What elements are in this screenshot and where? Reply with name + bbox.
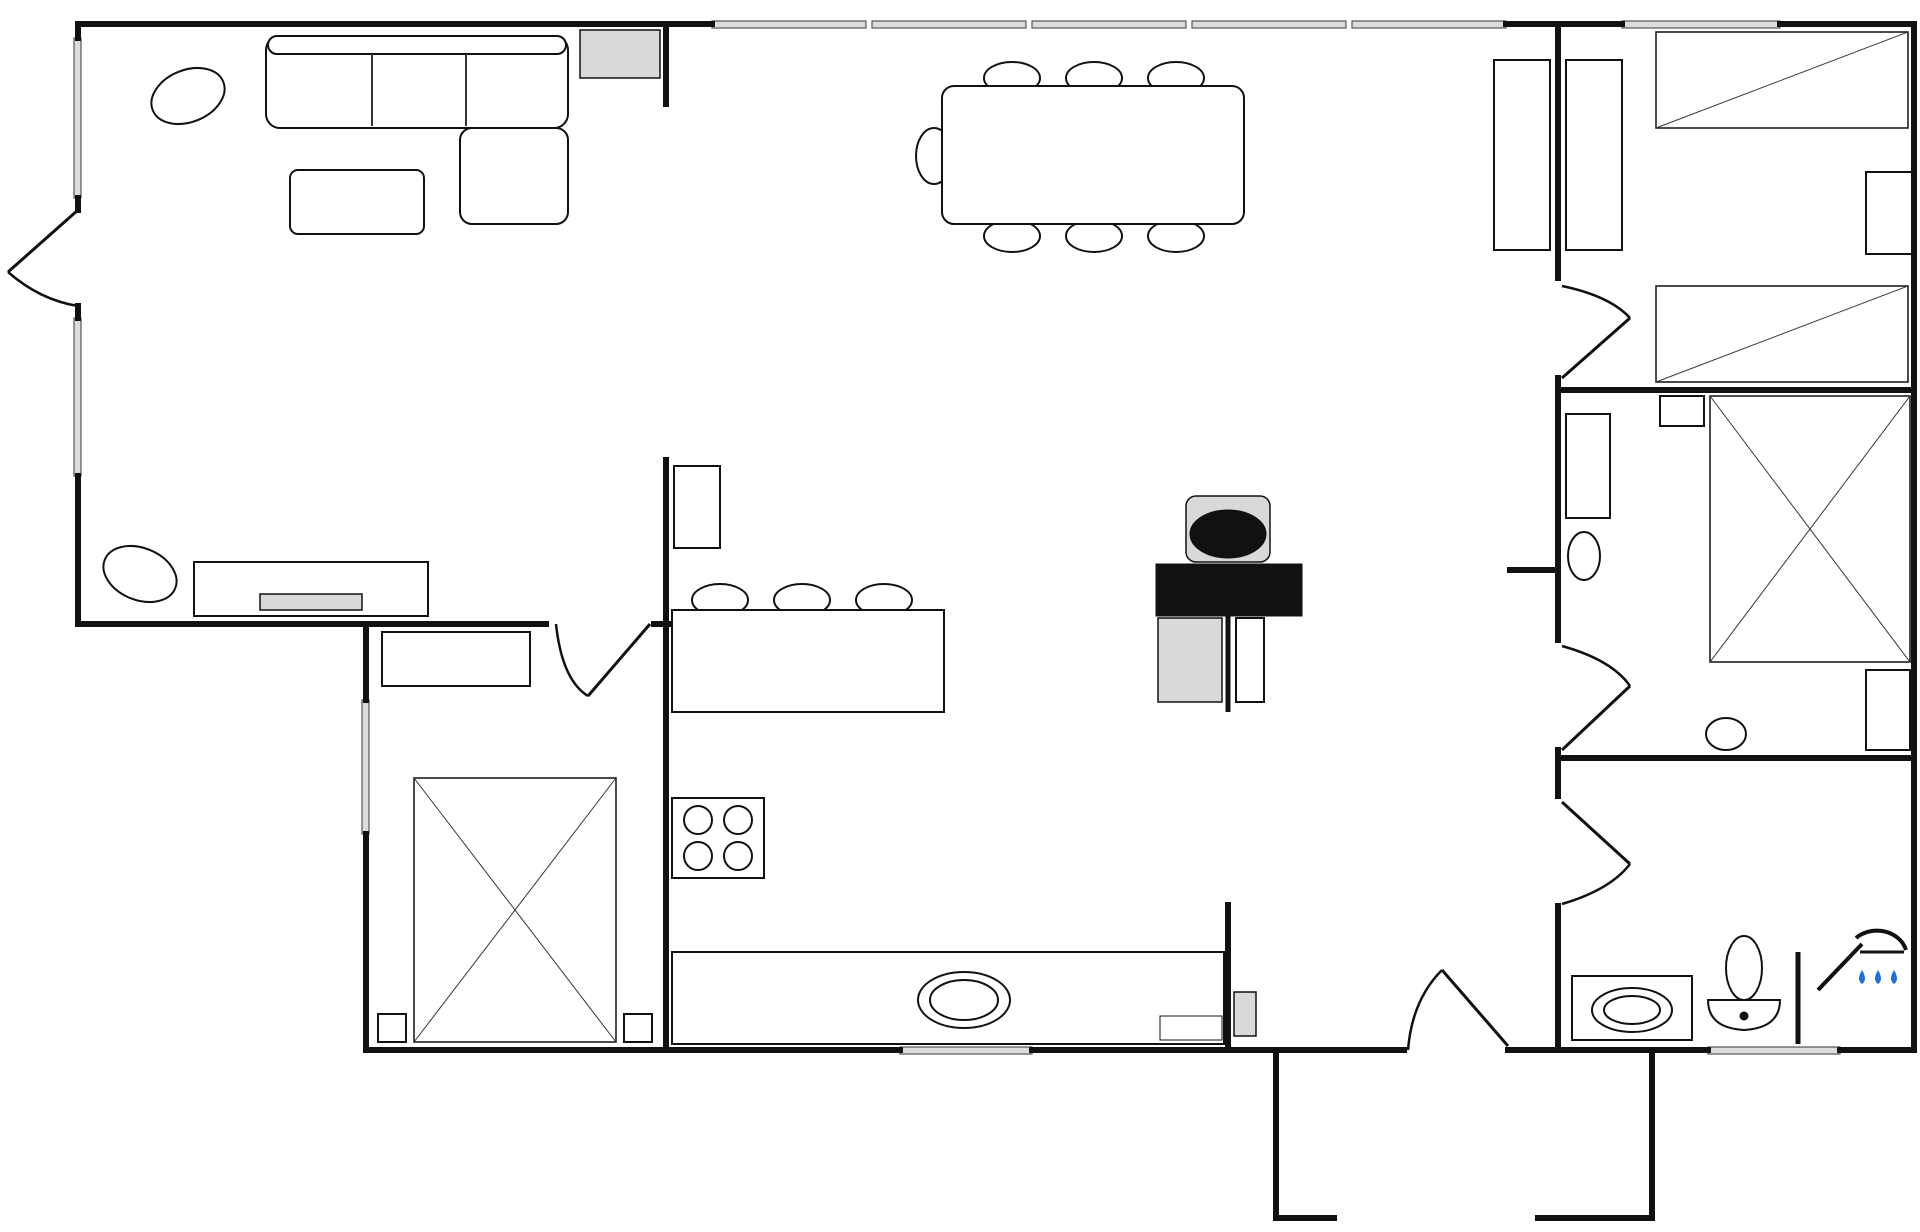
bathroom <box>1571 928 1908 1041</box>
cabinet <box>579 29 661 79</box>
door-bedroom <box>586 623 652 697</box>
window-top-3 <box>1031 20 1187 29</box>
double-bed <box>413 777 617 1043</box>
trash-bin <box>1233 991 1257 1037</box>
window-bottom-kitchen <box>899 1046 1033 1055</box>
door-bedroom-2 <box>1560 684 1632 752</box>
hearth <box>1155 563 1303 617</box>
sofa <box>265 35 569 129</box>
toilet-icon <box>1706 935 1782 1032</box>
kitchen <box>671 465 1257 1045</box>
door-bunkroom <box>1561 316 1631 380</box>
wardrobe <box>1565 413 1611 519</box>
window-top-5 <box>1351 20 1507 29</box>
shower-icon <box>1816 928 1908 992</box>
bedroom <box>377 631 653 1043</box>
wardrobe <box>1493 59 1551 251</box>
kitchen-island <box>671 609 945 713</box>
nightstand <box>1865 171 1913 255</box>
window-top-1 <box>711 20 867 29</box>
tv <box>259 593 363 611</box>
bar-stool <box>691 583 913 617</box>
window-bottom-bath <box>1707 1046 1841 1055</box>
coffee-table <box>289 169 425 235</box>
dishwasher <box>1159 1015 1223 1041</box>
bunk-bed <box>1655 285 1909 383</box>
window-top-4 <box>1191 20 1347 29</box>
nightstand <box>623 1013 653 1043</box>
nightstand <box>377 1013 407 1043</box>
doors <box>7 208 1632 1051</box>
window-left-lower <box>73 317 82 477</box>
stove-bench <box>1157 617 1223 703</box>
sink-icon <box>917 971 1011 1029</box>
double-bed <box>1709 395 1911 663</box>
walls <box>75 21 1917 1221</box>
bunk-bed <box>1655 31 1909 129</box>
fridge <box>673 465 721 549</box>
plant <box>1567 531 1601 581</box>
door-left-upper <box>7 208 79 274</box>
window-bedroom-left <box>361 699 370 835</box>
plant <box>1705 717 1747 751</box>
side-shelf <box>1235 617 1265 703</box>
bedroom-2 <box>1565 395 1911 751</box>
living-area <box>102 29 661 617</box>
wardrobe <box>1565 59 1623 251</box>
window-left-upper <box>73 37 82 199</box>
door-bathroom <box>1560 800 1632 866</box>
washbasin <box>1571 975 1693 1041</box>
dining-area <box>915 61 1245 253</box>
armchair <box>459 127 569 225</box>
stove-icon <box>671 797 765 879</box>
wardrobe <box>381 631 531 687</box>
wood-stove <box>1189 509 1267 559</box>
window-top-right <box>1621 20 1781 29</box>
plant <box>102 545 178 603</box>
window-top-2 <box>871 20 1027 29</box>
nightstand <box>1865 669 1911 751</box>
stove-area <box>1155 495 1303 703</box>
plant <box>150 67 226 125</box>
door-entry <box>1440 969 1510 1047</box>
dining-table <box>941 85 1245 225</box>
bunk-bedroom <box>1493 31 1913 383</box>
nightstand <box>1659 395 1705 427</box>
